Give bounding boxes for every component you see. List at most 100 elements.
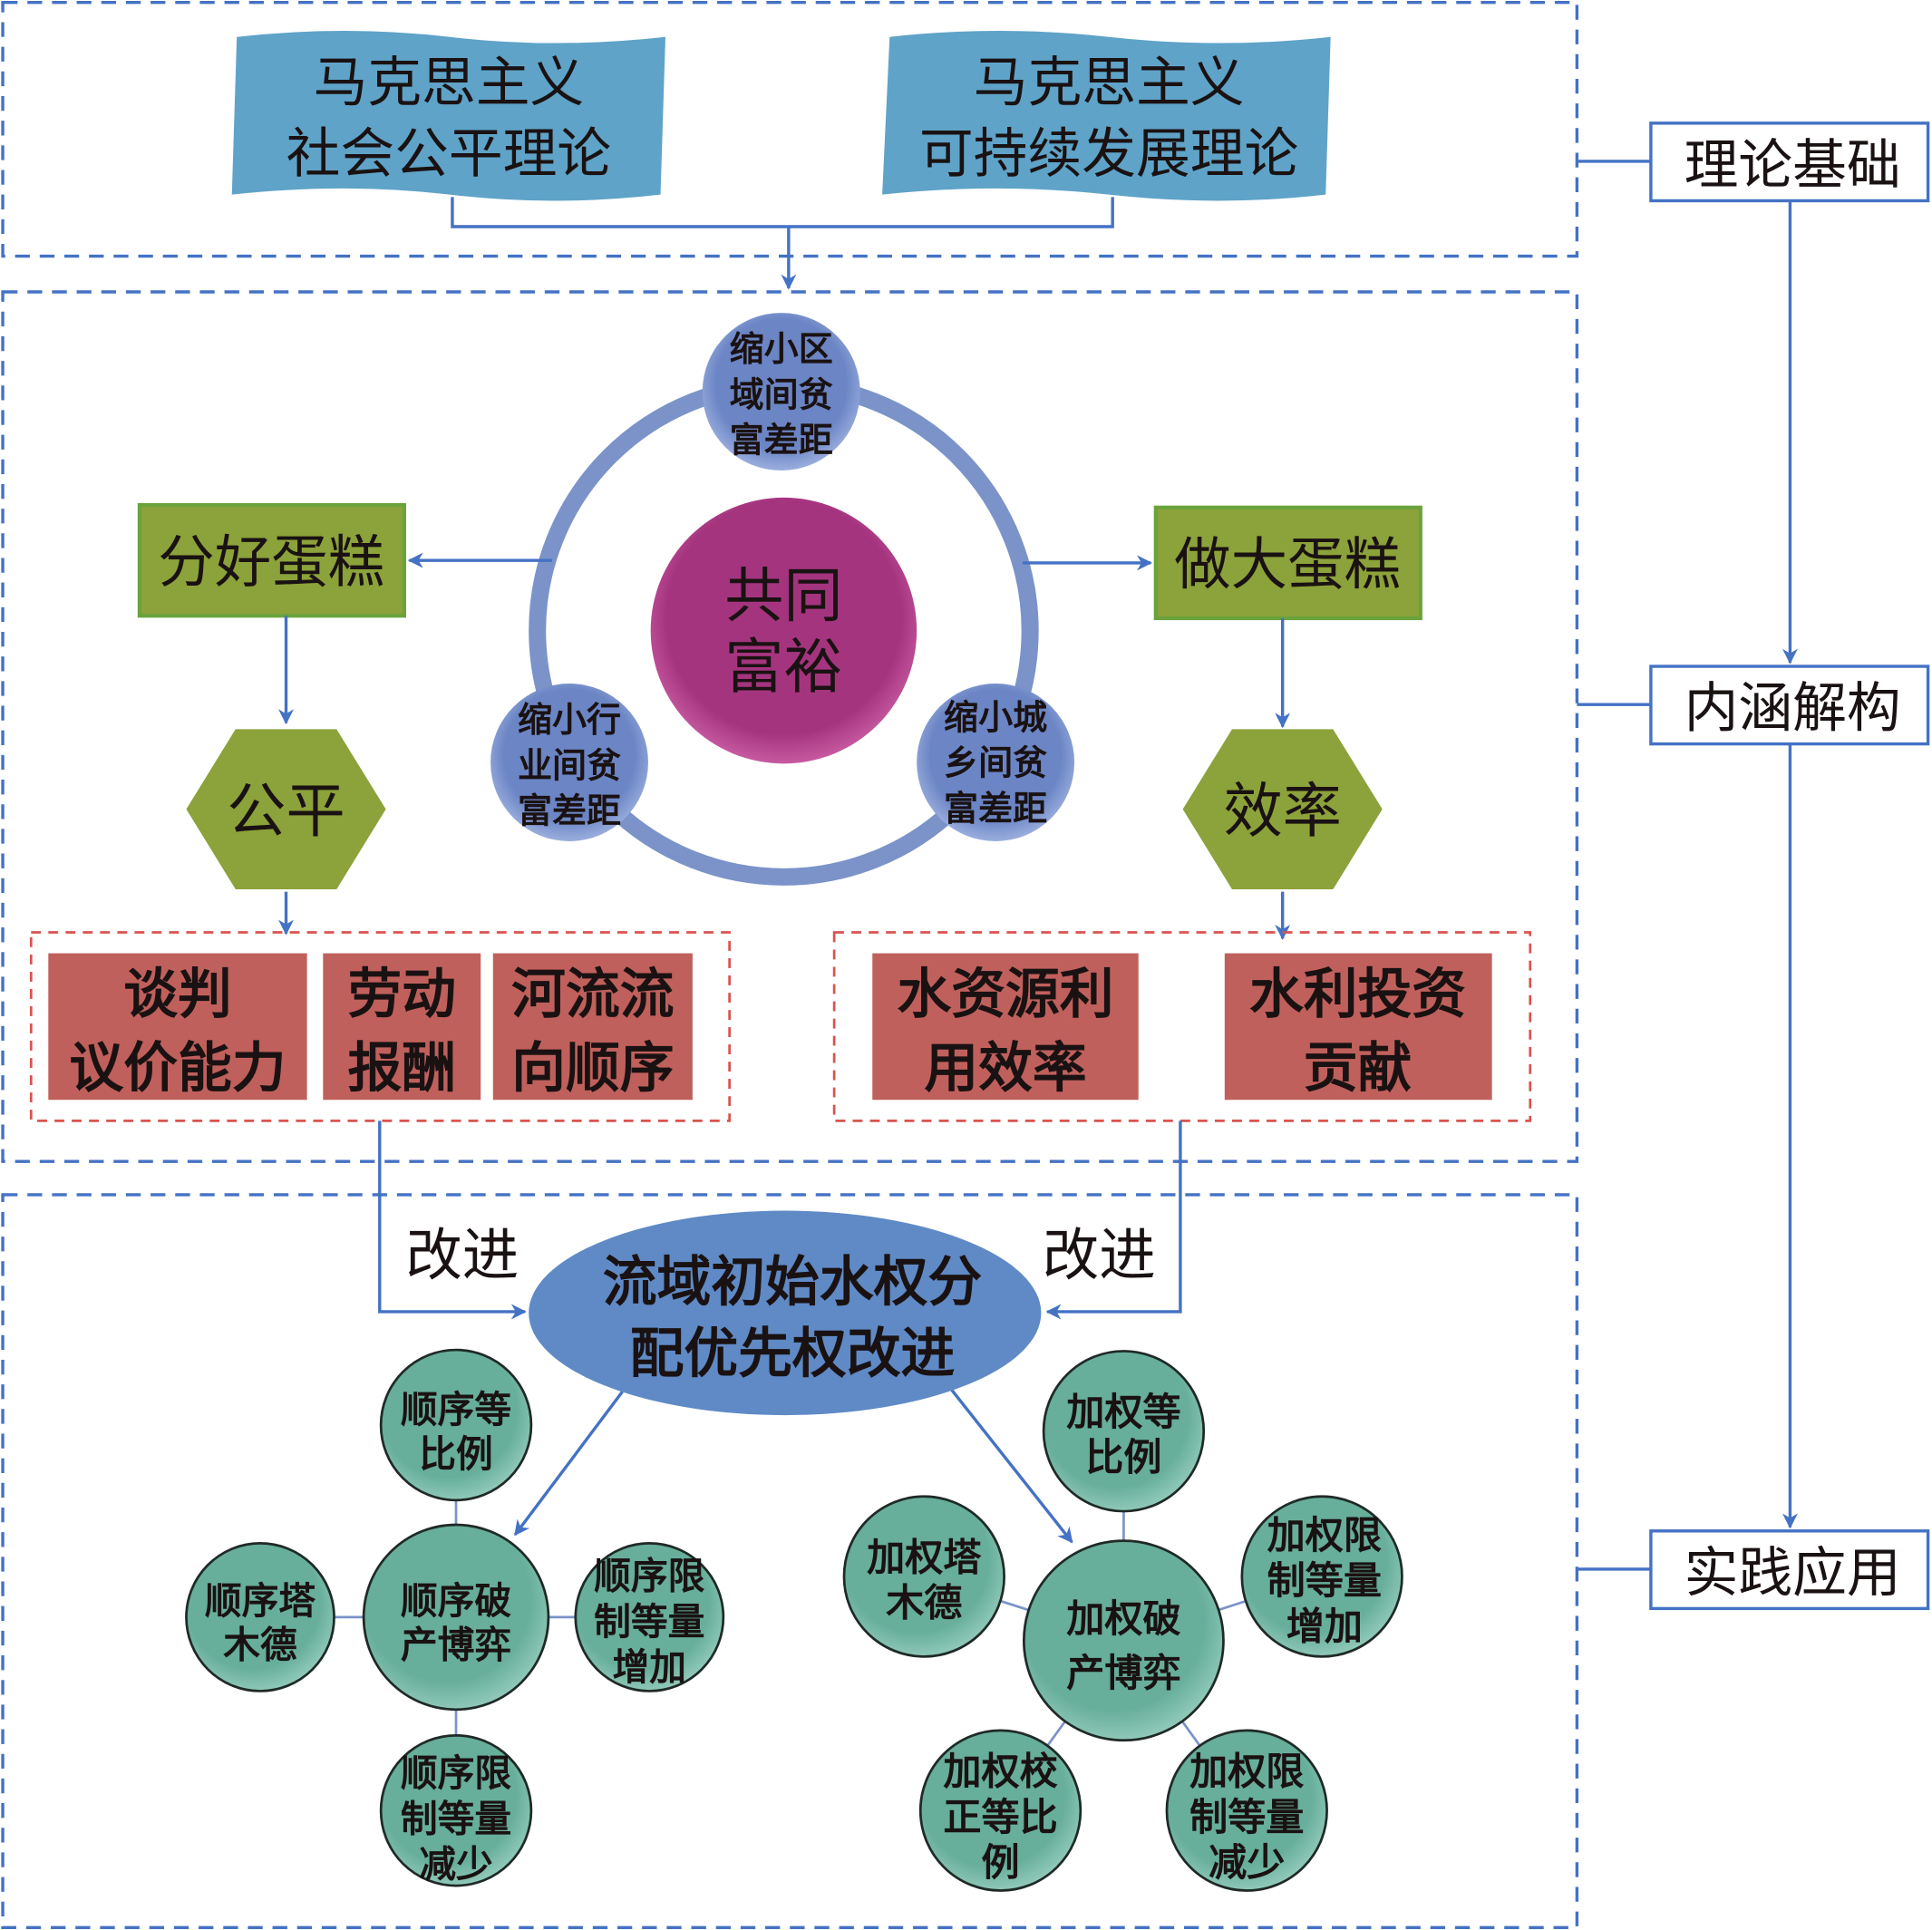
theory-box2-label: 马克思主义可持续发展理论 xyxy=(919,52,1298,186)
efficiency-label: 效率 xyxy=(1223,777,1341,846)
weight-cluster-left-label: 加权塔木德 xyxy=(867,1535,982,1624)
divide-cake-box xyxy=(137,503,406,618)
weight-corrected-node xyxy=(918,1729,1083,1892)
text-line: 报酬 xyxy=(347,1037,456,1100)
text-line: 缩小区 xyxy=(730,329,833,369)
eff-factors-1-label: 水利投资贡献 xyxy=(1249,964,1466,1101)
text-line: 例 xyxy=(981,1840,1019,1885)
text-line: 加权限 xyxy=(1189,1750,1304,1794)
text-line: 产博弈 xyxy=(401,1624,511,1667)
text-line: 制等量 xyxy=(401,1797,511,1840)
enlarge-cake-label: 做大蛋糕 xyxy=(1174,531,1401,597)
text-line: 加权等 xyxy=(1066,1390,1180,1434)
text-line: 顺序限 xyxy=(594,1555,705,1598)
core-label: 流域初始水权分配优先权改进 xyxy=(603,1252,982,1386)
section-connotation xyxy=(1,290,1579,1163)
text-line: 缩小行 xyxy=(518,700,621,740)
center-label: 共同富裕 xyxy=(724,561,842,702)
text-line: 河流流 xyxy=(511,964,674,1026)
text-line: 谈判 xyxy=(123,964,232,1026)
text-line: 流域初始水权分 xyxy=(603,1252,982,1314)
text-line: 增加 xyxy=(1286,1604,1363,1648)
factor-negotiation xyxy=(48,953,307,1101)
text-line: 水资源利 xyxy=(897,964,1113,1026)
text-line: 制等量 xyxy=(1267,1558,1382,1603)
label-practice: 实践应用 xyxy=(1684,1542,1901,1605)
fair-factors-1-label: 劳动报酬 xyxy=(347,964,456,1101)
order-cluster-bottom-label: 顺序限制等量减少 xyxy=(401,1751,512,1886)
weight-bankruptcy-node xyxy=(1022,1539,1225,1742)
text-line: 乡间贫 xyxy=(944,743,1047,783)
divide-cake-label: 分好蛋糕 xyxy=(158,529,384,595)
ring-node-regional xyxy=(702,313,860,471)
weight-cluster-right-label: 加权限制等量增加 xyxy=(1267,1513,1382,1649)
label-practice-box xyxy=(1649,1529,1930,1611)
text-line: 共同 xyxy=(724,561,842,630)
order-talmud-node xyxy=(185,1542,335,1692)
factor-river-flow xyxy=(492,953,693,1101)
text-line: 产博弈 xyxy=(1066,1651,1180,1695)
text-line: 加权校 xyxy=(943,1750,1057,1794)
text-line: 木德 xyxy=(223,1624,297,1667)
weight-limit-decrease-node xyxy=(1165,1729,1328,1892)
text-line: 顺序限 xyxy=(401,1751,512,1795)
text-line: 富差距 xyxy=(944,789,1047,829)
fairness-label: 公平 xyxy=(227,777,345,846)
efficiency-hexagon xyxy=(1182,729,1383,889)
text-line: 马克思主义 xyxy=(313,52,584,114)
text-line: 向顺序 xyxy=(511,1037,674,1100)
text-line: 顺序破 xyxy=(401,1579,512,1623)
text-line: 制等量 xyxy=(1189,1795,1304,1839)
fair-factors-0-label: 谈判议价能力 xyxy=(69,964,286,1101)
text-line: 社会公平理论 xyxy=(286,123,612,186)
text-line: 用效率 xyxy=(924,1037,1086,1100)
fair-factors-2-label: 河流流向顺序 xyxy=(511,964,674,1101)
text-line: 加权塔 xyxy=(867,1535,982,1579)
theory-box1-label: 马克思主义社会公平理论 xyxy=(286,52,612,186)
label-foundation-box xyxy=(1649,121,1930,203)
order-cluster-left-label: 顺序塔木德 xyxy=(205,1579,316,1667)
fairness-factors-group xyxy=(29,931,731,1122)
text-line: 可持续发展理论 xyxy=(919,123,1298,186)
text-line: 比例 xyxy=(1085,1435,1161,1479)
text-line: 减少 xyxy=(419,1843,493,1886)
label-connotation-box xyxy=(1649,664,1930,746)
order-proportional-node xyxy=(379,1348,533,1502)
fairness-hexagon xyxy=(186,729,386,889)
weight-cluster-bottom-right-label: 加权限制等量减少 xyxy=(1189,1750,1304,1886)
efficiency-factors-group xyxy=(832,931,1532,1122)
weight-cluster-center-label: 加权破产博弈 xyxy=(1066,1596,1180,1695)
order-cluster-center-label: 顺序破产博弈 xyxy=(401,1579,512,1667)
text-line: 减少 xyxy=(1209,1840,1285,1885)
text-line: 加权破 xyxy=(1066,1596,1180,1641)
text-line: 劳动 xyxy=(347,964,456,1026)
factor-investment xyxy=(1224,953,1492,1101)
ring-nodes-top-label: 缩小区域间贫富差距 xyxy=(730,329,833,461)
text-line: 缩小城 xyxy=(944,697,1047,737)
text-line: 配优先权改进 xyxy=(630,1324,956,1386)
text-line: 木德 xyxy=(886,1581,962,1625)
text-line: 正等比 xyxy=(943,1795,1057,1839)
text-line: 顺序塔 xyxy=(205,1579,316,1623)
text-line: 富裕 xyxy=(724,633,842,702)
order-bankruptcy-node xyxy=(362,1523,550,1712)
text-line: 马克思主义 xyxy=(974,52,1245,114)
label-foundation: 理论基础 xyxy=(1684,134,1901,197)
ring-nodes-left-label: 缩小行业间贫富差距 xyxy=(518,700,621,831)
improve-label-left: 改进 xyxy=(405,1222,519,1288)
text-line: 水利投资 xyxy=(1249,964,1466,1026)
weight-proportional-node xyxy=(1042,1350,1206,1513)
order-cluster-top-label: 顺序等比例 xyxy=(401,1388,511,1476)
weight-talmud-node xyxy=(842,1495,1005,1658)
eff-factors-0-label: 水资源利用效率 xyxy=(897,964,1113,1101)
text-line: 域间贫 xyxy=(730,374,833,414)
ring-node-industry xyxy=(490,684,648,841)
text-line: 加权限 xyxy=(1267,1513,1382,1557)
banner-social-equity xyxy=(231,30,665,201)
order-limit-increase-node xyxy=(574,1542,725,1692)
weight-cluster-top-label: 加权等比例 xyxy=(1066,1390,1180,1479)
order-limit-decrease-node xyxy=(379,1733,533,1887)
improve-label-right: 改进 xyxy=(1043,1222,1156,1288)
text-line: 富差距 xyxy=(730,421,833,461)
